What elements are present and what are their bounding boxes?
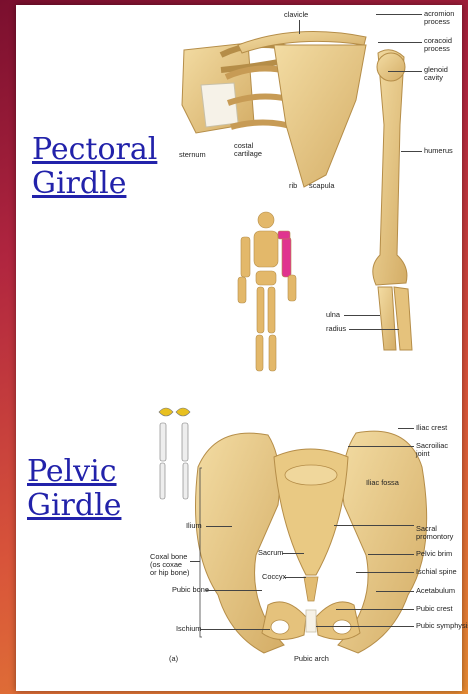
label-pelvic-brim: Pelvic brim: [416, 550, 452, 558]
label-pubic-symphysis: Pubic symphysis: [416, 622, 468, 630]
skeleton-figure: [238, 212, 296, 371]
ulna: [378, 287, 396, 350]
pectoral-girdle-illustration: [182, 32, 412, 350]
label-ischium: Ischium: [176, 625, 201, 633]
coccyx: [304, 577, 318, 601]
leg-figure: [159, 408, 190, 499]
label-acetabulum: Acetabulum: [416, 587, 455, 595]
label-sternum: sternum: [179, 151, 206, 159]
anatomy-illustrations: [16, 5, 462, 691]
label-ulna: ulna: [326, 311, 340, 319]
label-panel-a: (a): [169, 655, 178, 663]
slide: Pectoral Girdle Pelvic Girdle clavicle a…: [16, 5, 462, 691]
radius: [394, 287, 412, 350]
label-radius: radius: [326, 325, 346, 333]
humerus: [373, 50, 407, 285]
pelvic-girdle-illustration: [159, 408, 427, 653]
pelvic-girdle-heading[interactable]: Pelvic Girdle: [27, 455, 121, 523]
pelvic-heading-line-2[interactable]: Girdle: [27, 489, 121, 523]
pectoral-heading-line-2[interactable]: Girdle: [32, 167, 157, 201]
label-ischial-spine: Ischial spine: [416, 568, 457, 576]
pectoral-heading-line-1[interactable]: Pectoral: [32, 133, 157, 167]
label-rib: rib: [289, 182, 297, 190]
label-pubic-arch: Pubic arch: [294, 655, 329, 663]
scapula: [274, 45, 366, 187]
label-sacrum: Sacrum: [258, 549, 283, 557]
pubic-symphysis: [306, 610, 316, 632]
label-clavicle: clavicle: [284, 11, 308, 19]
label-pubic-bone: Pubic bone: [172, 586, 209, 594]
label-coccyx: Coccyx: [262, 573, 286, 581]
pelvic-heading-line-1[interactable]: Pelvic: [27, 455, 121, 489]
label-pubic-crest: Pubic crest: [416, 605, 453, 613]
label-ilium: Ilium: [186, 522, 202, 530]
label-iliac-crest: Iliac crest: [416, 424, 447, 432]
label-iliac-fossa: Iliac fossa: [366, 479, 399, 487]
costal-cartilage: [201, 83, 238, 127]
pectoral-girdle-heading[interactable]: Pectoral Girdle: [32, 133, 157, 201]
label-scapula: scapula: [309, 182, 334, 190]
label-humerus: humerus: [424, 147, 453, 155]
